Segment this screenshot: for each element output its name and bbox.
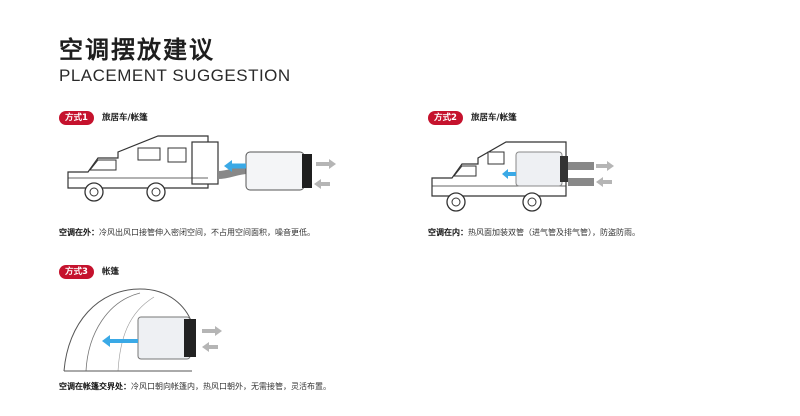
method-1-illustration <box>58 130 348 215</box>
method-1-description-text: 冷风出风口接管伸入密闭空间，不占用空间面积，噪音更低。 <box>99 228 315 237</box>
page-title: 空调摆放建议 <box>59 36 215 64</box>
method-1-label: 旅居车/帐篷 <box>102 113 148 123</box>
method-2-badge: 方式2 <box>428 111 463 125</box>
method-2-description-text: 热风面加装双管（进气管及排气管），防盗防雨。 <box>468 228 640 237</box>
method-1-description-bold: 空调在外： <box>59 228 99 237</box>
method-2-label: 旅居车/帐篷 <box>471 113 517 123</box>
method-3-label: 帐篷 <box>102 267 120 277</box>
method-2-description-bold: 空调在内： <box>428 228 468 237</box>
method-3-description-bold: 空调在帐篷交界处： <box>59 382 131 391</box>
page-subtitle: PLACEMENT SUGGESTION <box>59 66 291 85</box>
method-3-description-text: 冷风口朝向帐篷内，热风口朝外，无需接管，灵活布置。 <box>131 382 331 391</box>
method-3-illustration <box>58 283 233 375</box>
method-1-badge: 方式1 <box>59 111 94 125</box>
method-1-description: 空调在外：冷风出风口接管伸入密闭空间，不占用空间面积，噪音更低。 <box>59 227 315 238</box>
method-3-description: 空调在帐篷交界处：冷风口朝向帐篷内，热风口朝外，无需接管，灵活布置。 <box>59 381 331 392</box>
method-2-description: 空调在内：热风面加装双管（进气管及排气管），防盗防雨。 <box>428 227 640 238</box>
method-2-illustration <box>428 130 628 225</box>
method-3-badge: 方式3 <box>59 265 94 279</box>
